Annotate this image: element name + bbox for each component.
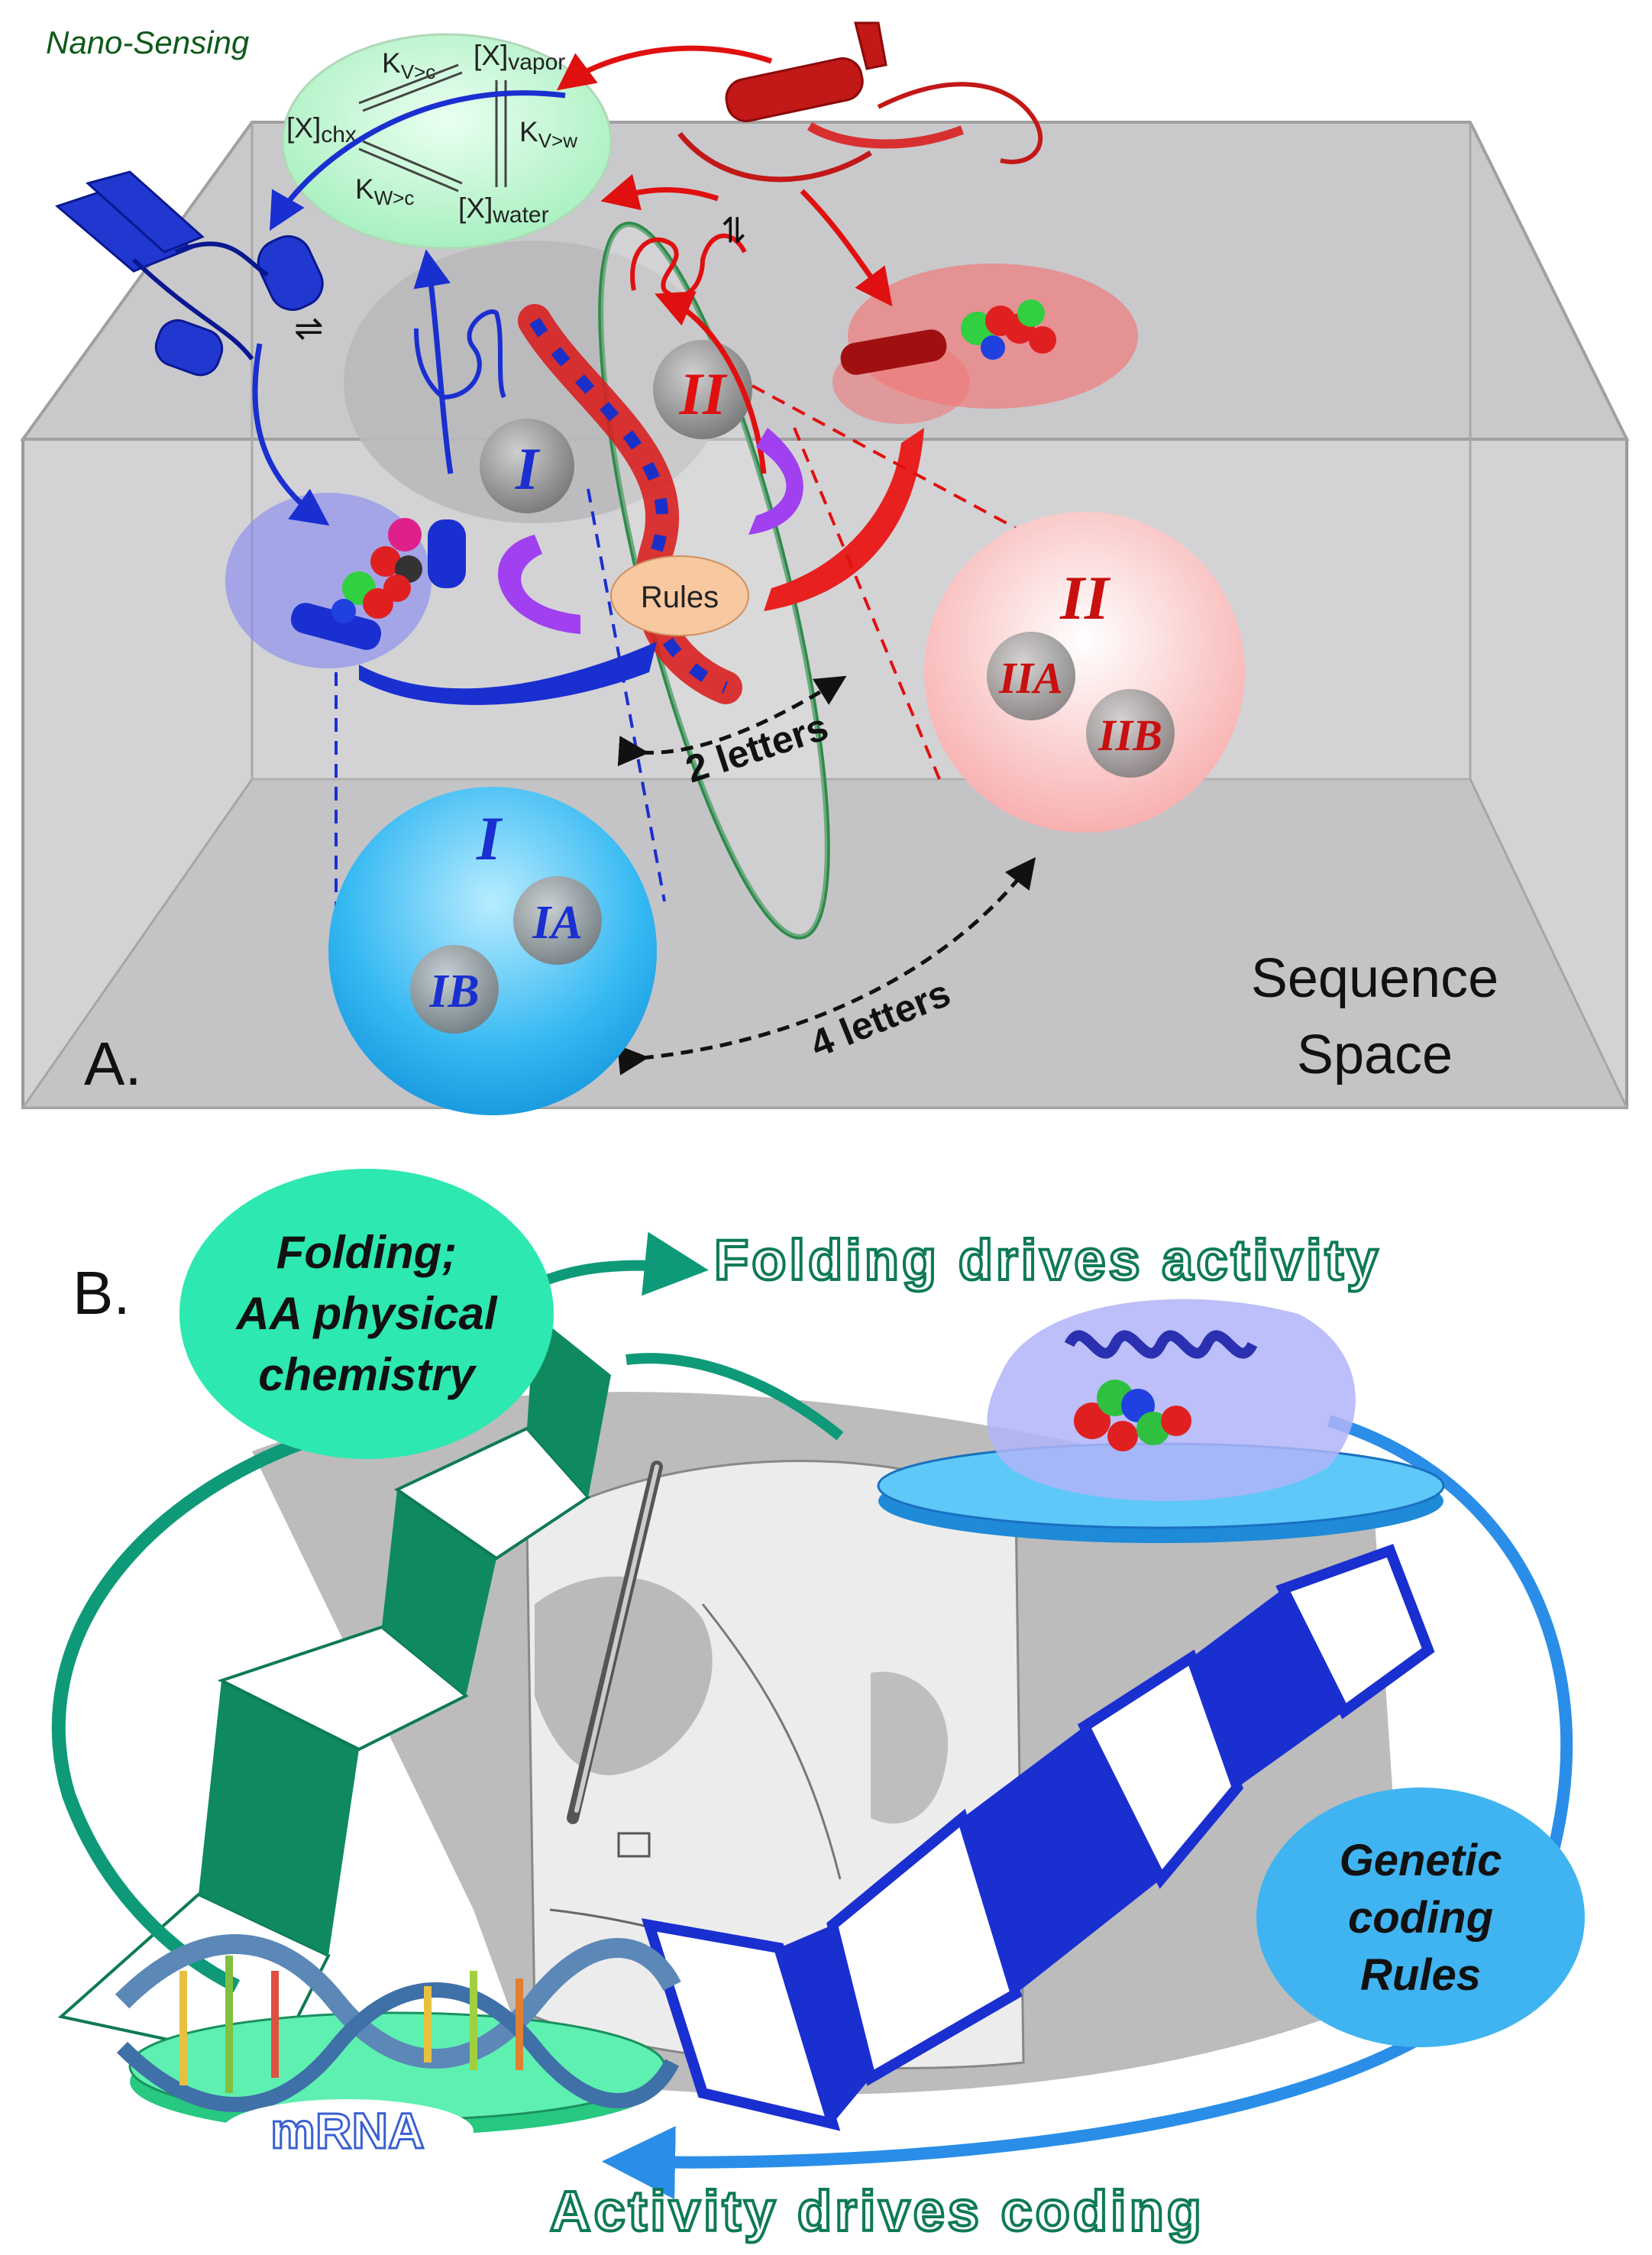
rules-badge: Rules: [610, 555, 749, 636]
svg-text:I: I: [515, 435, 541, 502]
green-ribbon: [57, 1314, 611, 2065]
svg-text:I: I: [476, 804, 503, 873]
blue-sweep-arrow: [359, 642, 657, 705]
sequence-space-label-2: Space: [1297, 1024, 1453, 1085]
red-protein-unfolded: [677, 21, 1043, 183]
svg-text:chemistry: chemistry: [258, 1349, 477, 1400]
svg-text:Genetic: Genetic: [1340, 1836, 1502, 1885]
blue-protein-folded: [225, 493, 466, 668]
folding-drives-activity: Folding drives activity: [714, 1228, 1381, 1292]
svg-text:II: II: [679, 361, 728, 427]
blue-protein-unfolded: [55, 170, 324, 377]
svg-text:IIB: IIB: [1098, 710, 1162, 760]
genetic-coding-oval: Genetic coding Rules: [1256, 1787, 1585, 2047]
dna-helix: [518, 304, 742, 704]
nano-sensing-label: Nano-Sensing: [46, 24, 249, 60]
svg-text:IA: IA: [532, 897, 582, 949]
equilibrium-arrow-right: ⇌: [713, 215, 752, 244]
letters-arrows: [617, 675, 1036, 1076]
svg-text:Folding;: Folding;: [276, 1227, 457, 1278]
svg-text:IB: IB: [428, 966, 479, 1017]
panel-b-label: B.: [73, 1259, 131, 1327]
sphere-I: I IA IB: [328, 787, 657, 1115]
blue-ribbon: [641, 1544, 1435, 2131]
class-I-disc: I: [480, 419, 574, 513]
projection-lines-red: [752, 384, 1085, 780]
k-vw-label: KV>w: [519, 116, 577, 152]
red-protein-folded: [832, 264, 1138, 424]
purple-arrows: [498, 428, 803, 634]
red-loop: [630, 233, 747, 299]
mrna-platform: mRNA: [115, 1934, 681, 2163]
panel-a-label: A.: [84, 1030, 142, 1098]
class-II-disc: II: [653, 340, 752, 439]
folding-oval: Folding; AA physical chemistry: [179, 1169, 554, 1459]
svg-text:coding: coding: [1348, 1893, 1493, 1943]
blue-loop: [414, 309, 506, 400]
svg-text:IIA: IIA: [998, 653, 1063, 703]
svg-text:Rules: Rules: [641, 581, 719, 614]
panel-a: KV>c [X]vapor [X]chx KV>w KW>c [X]water …: [20, 21, 1630, 1115]
x-water-label: [X]water: [458, 192, 549, 228]
svg-text:II: II: [1059, 563, 1111, 632]
mrna-label: mRNA: [270, 2102, 425, 2159]
sequence-space-label-1: Sequence: [1251, 948, 1498, 1009]
svg-text:AA physical: AA physical: [234, 1288, 498, 1339]
panel-b: mRNA Folding; AA physical chemistry Gene…: [51, 1169, 1585, 2244]
sphere-II: II IIA IIB: [924, 512, 1245, 833]
green-cycle-arc: [51, 1429, 323, 1993]
svg-text:Rules: Rules: [1360, 1950, 1481, 2000]
k-wc-label: KW>c: [355, 173, 414, 209]
equilibrium-arrow-left: ⇌: [294, 308, 324, 348]
activity-drives-coding: Activity drives coding: [550, 2179, 1204, 2243]
equilibrium-diagram: KV>c [X]vapor [X]chx KV>w KW>c [X]water: [281, 33, 613, 250]
x-vapor-label: [X]vapor: [474, 40, 565, 75]
protein-platform: [877, 1299, 1445, 1543]
red-sweep-arrow: [764, 428, 924, 611]
blue-arrows: [252, 90, 566, 526]
